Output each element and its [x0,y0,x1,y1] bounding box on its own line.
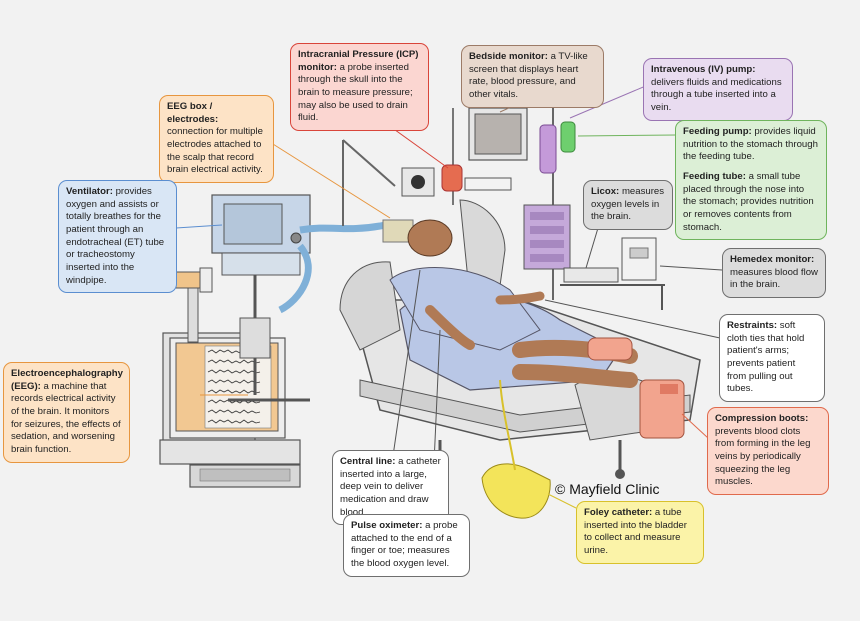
callout-title: EEG box / electrodes: [167,101,219,125]
callout-title: Ventilator: [66,186,113,197]
callout-eeg-box: EEG box / electrodes: connection for mul… [159,95,274,183]
bedside-monitor [464,107,528,191]
patient [389,219,638,388]
callout-title: Intracranial Pressure (ICP) monitor: [298,49,419,73]
callout-title: Intravenous (IV) pump: [651,64,756,75]
callout-feeding-pump: Feeding pump: provides liquid nutrition … [683,126,819,164]
callout-title: Compression boots: [715,413,809,424]
callout-text: provides oxygen and assists or totally b… [66,186,165,286]
side-table [560,237,665,310]
callout-text: connection for multiple electrodes attac… [167,126,263,176]
callout-icp-monitor: Intracranial Pressure (ICP) monitor: a p… [290,43,429,131]
callout-licox: Licox: measures oxygen levels in the bra… [583,180,673,230]
ventilator-machine [211,194,422,402]
callout-title: Feeding tube: [683,170,746,182]
devices-foot [481,379,685,519]
callout-restraints: Restraints: soft cloth ties that hold pa… [719,314,825,402]
callout-eeg: Electroencephalography (EEG): a machine … [3,362,130,463]
callout-title: Pulse oximeter: [351,520,423,531]
callout-central-line: Central line: a catheter inserted into a… [332,450,449,526]
callout-text: a TV-like screen that displays heart rat… [469,51,588,100]
callout-text: a catheter inserted into a large, deep v… [340,456,441,518]
callout-title: Electroencephalography (EEG): [11,368,123,392]
callout-text: a probe inserted through the skull into … [298,61,413,124]
callout-ventilator: Ventilator: provides oxygen and assists … [58,180,177,294]
leader-lines [175,84,723,509]
callout-title: Central line: [340,456,396,467]
callout-title: Licox: [591,186,620,197]
iv-pole [523,108,576,300]
callout-compression-boots: Compression boots: prevents blood clots … [707,407,829,495]
callout-text: soft cloth ties that hold patient's arms… [727,320,805,395]
callout-text: measures oxygen levels in the brain. [591,186,665,223]
callout-text: a small tube placed through the nose int… [683,170,814,233]
callout-feeding-tube: Feeding tube: a small tube placed throug… [683,171,819,234]
callout-title: Feeding pump: [683,126,752,137]
callout-text: a tube inserted into the bladder to coll… [584,507,687,556]
callout-pulse-oximeter: Pulse oximeter: a probe attached to the … [343,514,470,577]
callout-bedside-monitor: Bedside monitor: a TV-like screen that d… [461,45,604,108]
copyright-text: © Mayfield Clinic [555,481,660,497]
callout-text: measures blood flow in the brain. [730,266,818,291]
eeg-machine [159,267,301,488]
callout-iv-pump: Intravenous (IV) pump: delivers fluids a… [643,58,793,121]
callout-text: prevents blood clots from forming in the… [715,425,811,488]
callout-title: Foley catheter: [584,507,653,518]
callout-feeding: Feeding pump: provides liquid nutrition … [675,120,827,241]
callout-foley-catheter: Foley catheter: a tube inserted into the… [576,501,704,564]
callout-title: Bedside monitor: [469,51,548,62]
callout-hemedex: Hemedex monitor: measures blood flow in … [722,248,826,298]
callout-text: provides liquid nutrition to the stomach… [683,126,818,163]
callout-text: a machine that records electrical activi… [11,380,121,455]
callout-title: Hemedex monitor: [730,254,815,265]
icp-pole [342,108,463,243]
callout-title: Restraints: [727,320,778,331]
callout-text: delivers fluids and medications through … [651,76,782,113]
callout-text: a probe attached to the end of a finger … [351,520,458,569]
